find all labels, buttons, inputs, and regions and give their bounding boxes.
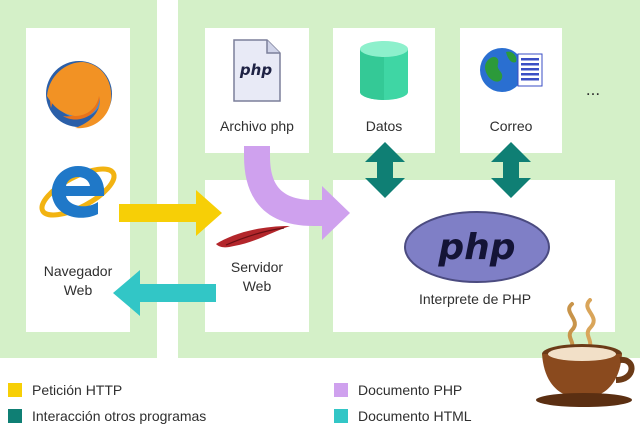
server-label-line2: Web <box>242 278 272 294</box>
legend-swatch-http-request <box>8 383 22 397</box>
legend-label-php-document: Documento PHP <box>358 382 463 398</box>
browser-label-line1: Navegador <box>43 263 113 279</box>
interpreter-label: Interprete de PHP <box>418 291 532 307</box>
browser-label: Navegador Web <box>26 262 130 300</box>
database-icon <box>360 41 408 100</box>
legend-item-http-request: Petición HTTP <box>8 381 122 399</box>
server-label-line1: Servidor <box>230 259 284 275</box>
mail-label: Correo <box>489 118 533 134</box>
php-file-icon: php <box>233 39 281 102</box>
more-indicator: ... <box>585 80 601 99</box>
server-label: Servidor Web <box>205 258 309 296</box>
php-file-label: Archivo php <box>220 118 294 134</box>
firefox-icon <box>46 61 112 129</box>
internet-explorer-icon <box>39 166 117 218</box>
mail-interaction-arrow <box>491 142 531 198</box>
legend-swatch-php-document <box>334 383 348 397</box>
coffee-cup-icon <box>536 298 635 407</box>
php-document-arrow <box>244 146 350 240</box>
php-logo: php <box>404 211 550 283</box>
legend-label-http-request: Petición HTTP <box>32 382 123 398</box>
legend-item-program-interaction: Interacción otros programas <box>8 407 206 425</box>
http-request-arrow <box>119 190 222 236</box>
database-label: Datos <box>365 118 403 134</box>
browser-label-line2: Web <box>63 282 93 298</box>
legend-item-php-document: Documento PHP <box>334 381 462 399</box>
legend-swatch-program-interaction <box>8 409 22 423</box>
legend-item-html-document: Documento HTML <box>334 407 472 425</box>
php-file-icon-text: php <box>239 61 272 79</box>
legend-label-html-document: Documento HTML <box>358 408 472 424</box>
apache-feather-icon <box>216 226 290 248</box>
legend-swatch-html-document <box>334 409 348 423</box>
html-document-arrow <box>113 270 216 316</box>
legend-label-program-interaction: Interacción otros programas <box>32 408 207 424</box>
globe-document-icon <box>480 48 543 92</box>
php-logo-text: php <box>437 227 515 268</box>
database-interaction-arrow <box>365 142 405 198</box>
mail-box <box>460 28 562 153</box>
